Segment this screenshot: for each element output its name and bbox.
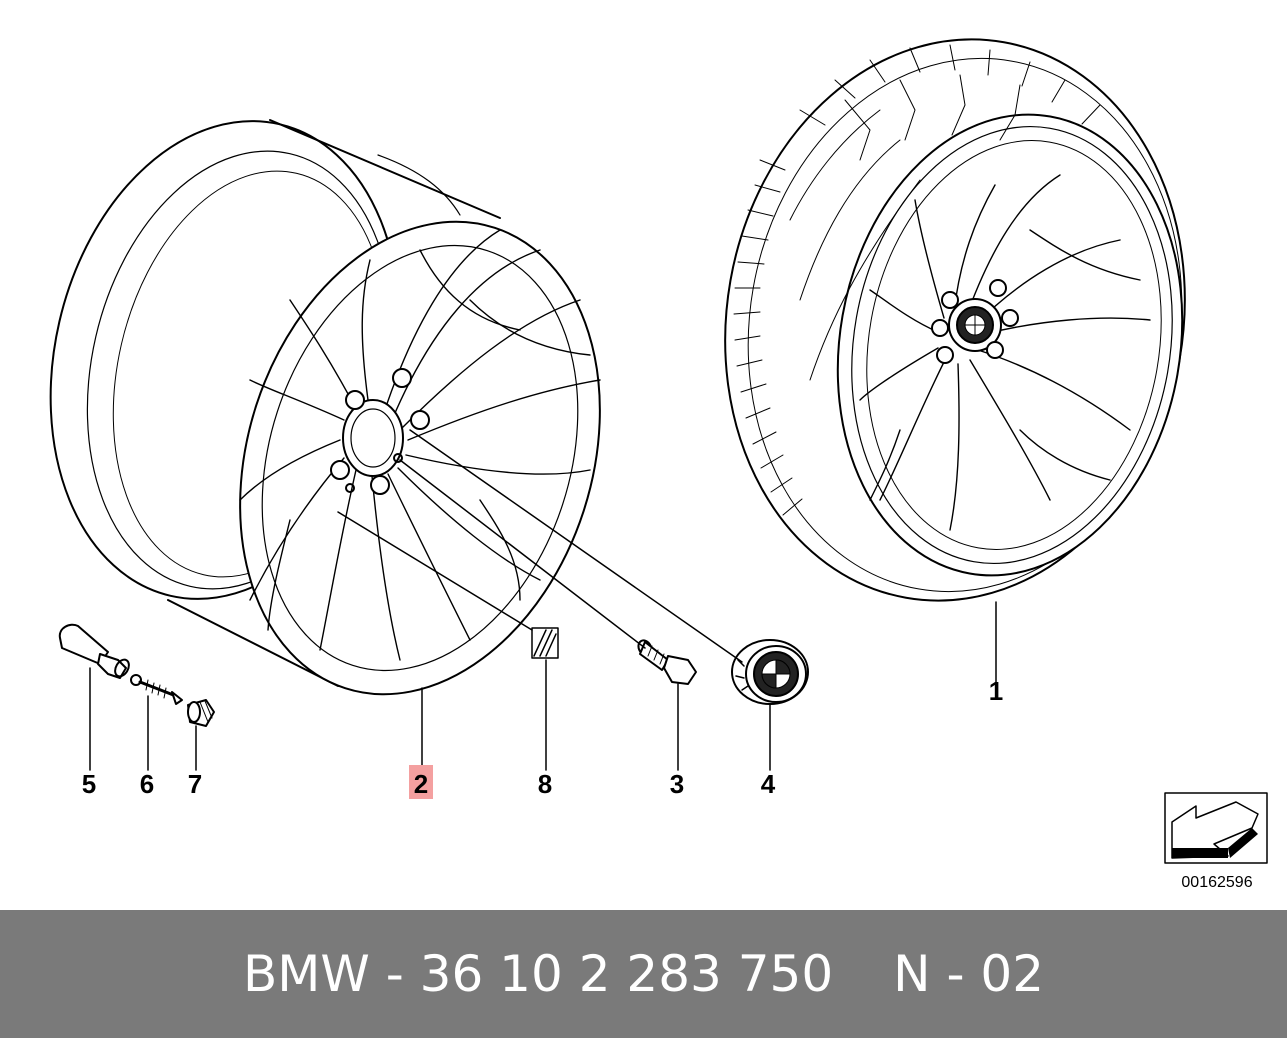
callout-4: 4 — [761, 769, 776, 799]
complete-wheel-with-tyre — [724, 38, 1186, 602]
callout-5: 5 — [82, 769, 96, 799]
callout-7: 7 — [188, 769, 202, 799]
valve-body — [58, 623, 130, 679]
callout-2: 2 — [414, 769, 428, 799]
wheel-rim — [49, 119, 601, 696]
callout-1: 1 — [989, 676, 1003, 706]
figure-number: 00162596 — [1181, 874, 1252, 891]
leader-lines — [89, 429, 997, 771]
callout-3: 3 — [670, 769, 684, 799]
wheel-bolt — [637, 639, 697, 685]
part-number: BMW - 36 10 2 283 750 — [242, 945, 834, 1003]
orientation-arrow-box — [1164, 792, 1268, 864]
valve-cap — [187, 699, 215, 727]
tyre-tread — [733, 44, 1101, 516]
parts-diagram: 1 2 3 4 5 6 7 8 00162596 — [49, 38, 1268, 891]
highlight-part-2 — [409, 765, 433, 799]
callout-8: 8 — [538, 769, 552, 799]
part-number-footer: BMW - 36 10 2 283 750 N - 02 — [0, 910, 1287, 1038]
part-suffix: N - 02 — [893, 945, 1045, 1003]
label-sticker — [531, 627, 559, 659]
valve-core — [130, 674, 183, 705]
callout-6: 6 — [140, 769, 154, 799]
hub-cap — [731, 639, 809, 705]
